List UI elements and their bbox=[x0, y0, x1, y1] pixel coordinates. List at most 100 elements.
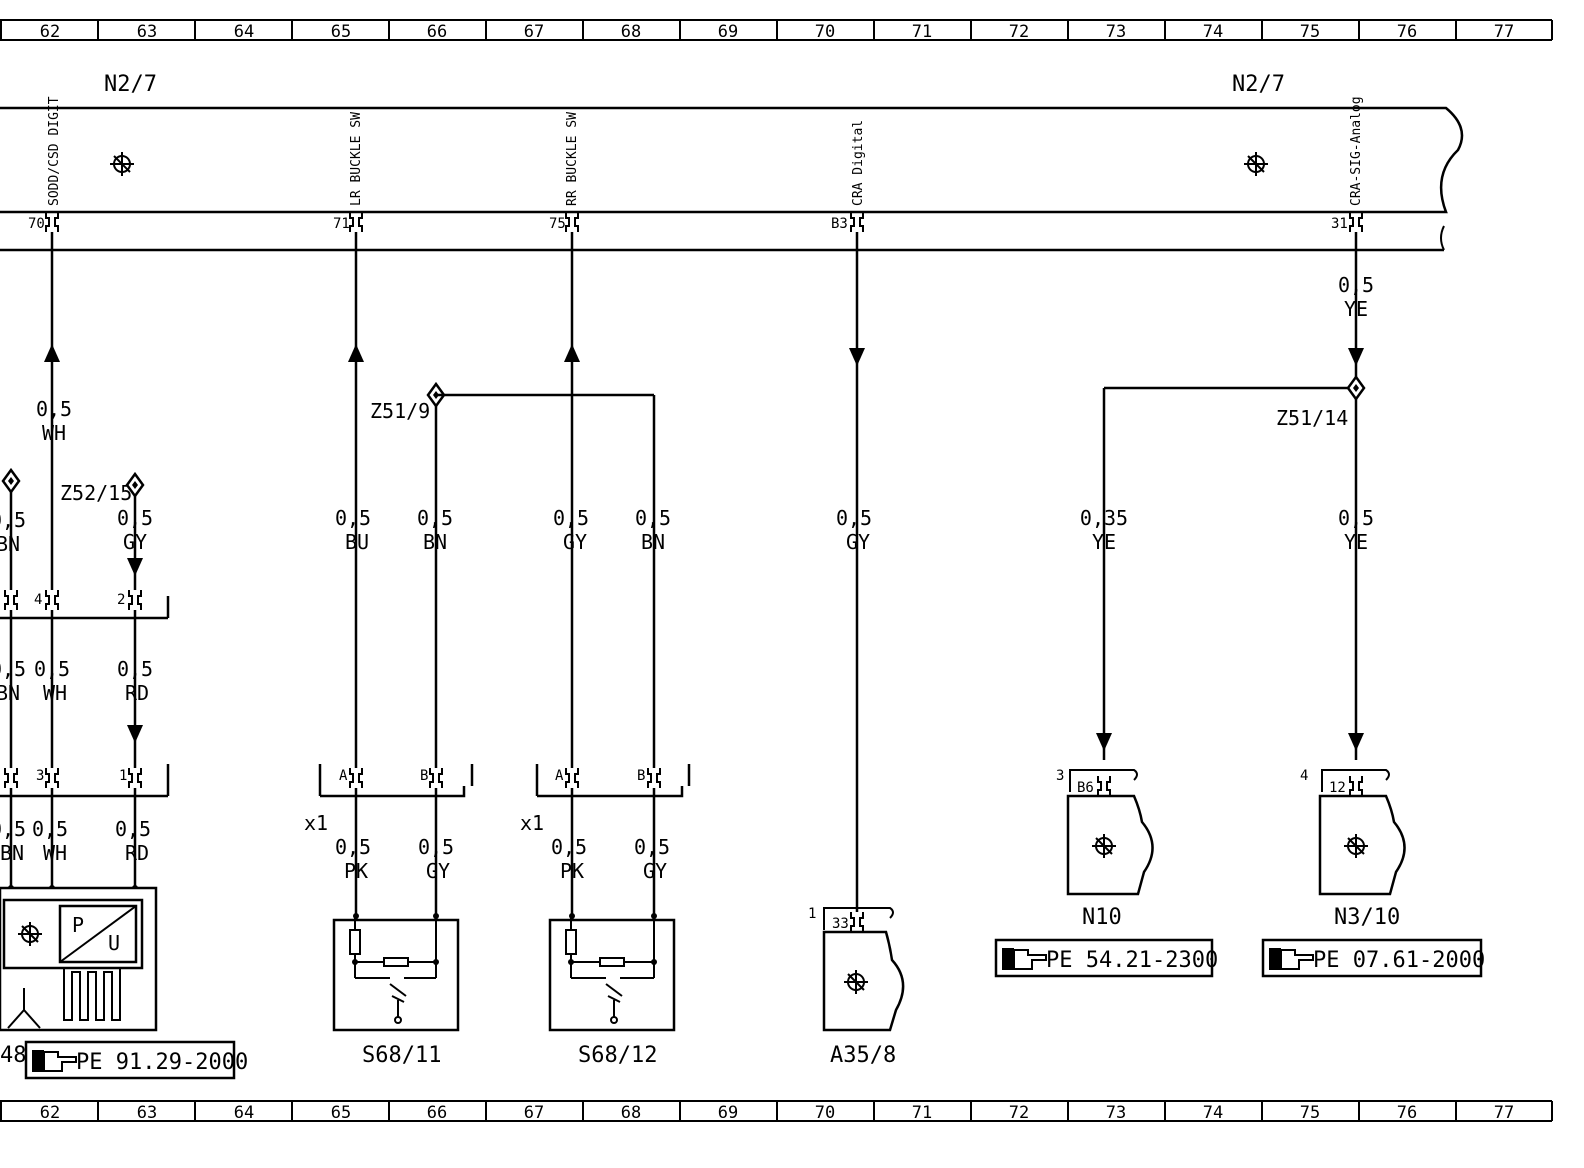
splice-label-z52-15: Z52/15 bbox=[60, 481, 132, 505]
ruler-bottom-67: 67 bbox=[524, 1103, 544, 1123]
wire-size: 0,5 bbox=[1338, 273, 1374, 297]
signal-arrow-icon bbox=[1348, 348, 1364, 366]
ruler-top-68: 68 bbox=[621, 22, 641, 42]
wire-size: 0,35 bbox=[1080, 506, 1128, 530]
signal-arrow-icon bbox=[127, 558, 143, 576]
s68-11-group: Z51/9 0,5 BU 0,5 BN A B x1 0,5 PK 0,5 GY bbox=[304, 232, 654, 1068]
ruler-bottom-76: 76 bbox=[1397, 1103, 1417, 1123]
s68-12-group: 0,5 GY 0,5 BN A B x1 0,5 PK 0,5 GY bbox=[520, 232, 691, 1068]
wire-color: GY bbox=[426, 859, 450, 883]
ground-symbol-icon bbox=[1343, 833, 1369, 859]
pin-b3: B3 bbox=[831, 216, 848, 232]
buckle-switch-s68-12 bbox=[548, 918, 676, 1032]
connector-pin: 2 bbox=[117, 592, 125, 608]
connector-label-x1: x1 bbox=[520, 811, 544, 835]
splice-diamond-icon bbox=[1, 468, 21, 494]
wire-color: GY bbox=[846, 530, 870, 554]
ground-symbol-icon bbox=[843, 969, 869, 995]
wire-color: BN bbox=[0, 532, 20, 556]
signal-label-lr-buckle: LR BUCKLE SW bbox=[349, 112, 364, 206]
ruler-bottom-65: 65 bbox=[331, 1103, 351, 1123]
reference-n3-10: PE 07.61-2000 bbox=[1313, 948, 1485, 973]
ruler-bottom-70: 70 bbox=[815, 1103, 835, 1123]
ruler-bottom-71: 71 bbox=[912, 1103, 932, 1123]
wire-color: BU bbox=[345, 530, 369, 554]
wire-size: 0,5 bbox=[1338, 506, 1374, 530]
component-label-n10: N10 bbox=[1082, 905, 1122, 930]
ruler-top-74: 74 bbox=[1203, 22, 1223, 42]
signal-arrow-icon bbox=[564, 344, 580, 362]
wire-color: PK bbox=[560, 859, 584, 883]
connector-label-x1: x1 bbox=[304, 811, 328, 835]
signal-arrow-icon bbox=[44, 344, 60, 362]
wire-color: YE bbox=[1344, 297, 1368, 321]
ruler-bottom-75: 75 bbox=[1300, 1103, 1320, 1123]
control-unit-label-right: N2/7 bbox=[1232, 72, 1285, 97]
signal-arrow-icon bbox=[1348, 733, 1364, 751]
ruler-top-77: 77 bbox=[1494, 22, 1514, 42]
ruler-top-66: 66 bbox=[427, 22, 447, 42]
ruler-top-62: 62 bbox=[40, 22, 60, 42]
wire-color: RD bbox=[125, 841, 149, 865]
ruler-top-64: 64 bbox=[234, 22, 254, 42]
ruler-top-75: 75 bbox=[1300, 22, 1320, 42]
connector-pin: 4 bbox=[34, 592, 42, 608]
ruler-top-76: 76 bbox=[1397, 22, 1417, 42]
wire-size: 0,5 bbox=[417, 506, 453, 530]
component-pin-number: 3 bbox=[1056, 768, 1064, 784]
signal-label-sodd: SODD/CSD DIGIT bbox=[47, 96, 62, 206]
splice-label-z51-9: Z51/9 bbox=[370, 399, 430, 423]
connector-pin: B bbox=[420, 768, 428, 784]
ground-symbol-icon bbox=[1243, 151, 1269, 177]
ruler-top-73: 73 bbox=[1106, 22, 1126, 42]
control-unit-label-left: N2/7 bbox=[104, 72, 157, 97]
ground-symbol-icon bbox=[1091, 833, 1117, 859]
wire-color: RD bbox=[125, 681, 149, 705]
ruler-bottom-62: 62 bbox=[40, 1103, 60, 1123]
control-module-n3-10 bbox=[1318, 794, 1406, 896]
splice-diamond-icon bbox=[1346, 375, 1366, 401]
wire-size: 0,5 bbox=[0, 508, 26, 532]
reference-b48: PE 91.29-2000 bbox=[76, 1050, 248, 1075]
sensor-p-label: P bbox=[72, 913, 84, 937]
connector-pin: A bbox=[339, 768, 348, 784]
wire-size: 0,5 bbox=[335, 835, 371, 859]
wire-size: 0,5 bbox=[115, 817, 151, 841]
wire-color: BN bbox=[0, 841, 24, 865]
wire-size: 0,5 bbox=[0, 817, 26, 841]
wire-color: WH bbox=[42, 421, 66, 445]
component-label-b48: 48 bbox=[0, 1043, 27, 1068]
connector-pin: B bbox=[637, 768, 645, 784]
connector-pin: 1 bbox=[119, 768, 127, 784]
a35-8-group: 0,5 GY 1 33 A35/8 bbox=[808, 232, 905, 1068]
ruler-bottom-68: 68 bbox=[621, 1103, 641, 1123]
sensor-u-label: U bbox=[108, 931, 120, 955]
wire-size: 0,5 bbox=[117, 506, 153, 530]
reference-n10: PE 54.21-2300 bbox=[1046, 948, 1218, 973]
component-pin: B6 bbox=[1077, 780, 1094, 796]
connector-module-a35-8 bbox=[822, 930, 905, 1032]
wire-color: GY bbox=[643, 859, 667, 883]
buckle-switch-s68-11 bbox=[332, 918, 460, 1032]
ruler-top: 62 63 64 65 66 67 68 69 70 71 72 73 74 7… bbox=[0, 19, 1553, 42]
wire-color: YE bbox=[1092, 530, 1116, 554]
ruler-top-69: 69 bbox=[718, 22, 738, 42]
component-pin-number: 1 bbox=[808, 906, 816, 922]
ruler-bottom-74: 74 bbox=[1203, 1103, 1223, 1123]
component-label-s68-11: S68/11 bbox=[362, 1043, 441, 1068]
ruler-top-67: 67 bbox=[524, 22, 544, 42]
signal-label-cra-analog: CRA-SIG-Analog bbox=[1349, 96, 1364, 206]
pin-70: 70 bbox=[28, 216, 45, 232]
signal-arrow-icon bbox=[348, 344, 364, 362]
signal-label-cra-digital: CRA Digital bbox=[851, 120, 866, 206]
wire-color: YE bbox=[1344, 530, 1368, 554]
wire-size: 0,5 bbox=[551, 835, 587, 859]
signal-arrow-icon bbox=[1096, 733, 1112, 751]
ruler-bottom-73: 73 bbox=[1106, 1103, 1126, 1123]
ruler-bottom: 62 63 64 65 66 67 68 69 70 71 72 73 74 7… bbox=[0, 1100, 1553, 1123]
wire-color: GY bbox=[123, 530, 147, 554]
wire-size: 0,5 bbox=[635, 506, 671, 530]
wire-size: 0,5 bbox=[836, 506, 872, 530]
component-label-n3-10: N3/10 bbox=[1334, 905, 1400, 930]
